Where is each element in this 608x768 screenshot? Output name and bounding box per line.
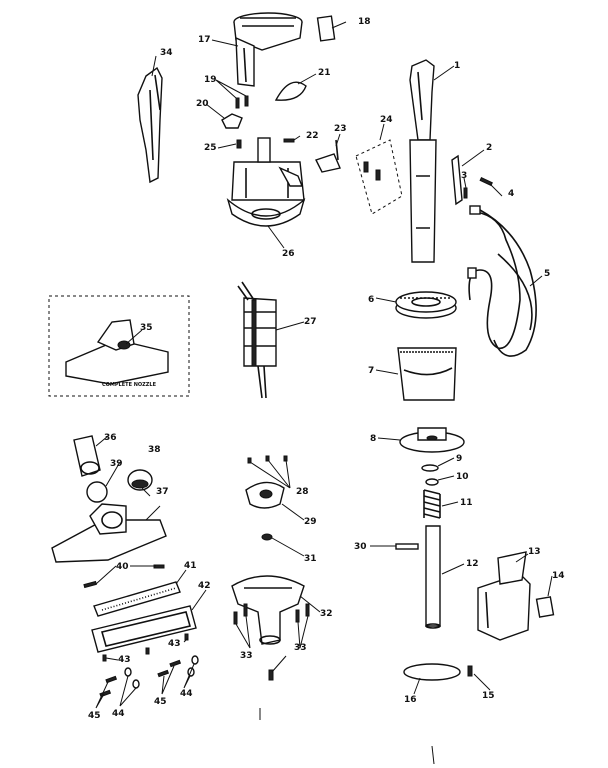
- part-17-upper-housing: [233, 12, 303, 87]
- part-3-screw: [463, 187, 468, 199]
- callout-40: 40: [116, 562, 129, 572]
- part-4-screw: [479, 176, 493, 187]
- part-42-bottom-plate: [91, 605, 197, 653]
- callout-45-left: 45: [88, 711, 101, 721]
- part-38-cap: [127, 469, 153, 491]
- part-23-switch: [315, 139, 341, 173]
- part-25-fastener: [236, 139, 242, 149]
- inset-label: COMPLETE NOZZLE: [102, 382, 157, 388]
- part-12-lower-tube: [425, 525, 441, 629]
- callout-30: 30: [354, 542, 367, 552]
- part-19-screws: [235, 95, 249, 109]
- callout-8: 8: [370, 434, 376, 444]
- callout-33-left: 33: [240, 651, 253, 661]
- callout-41: 41: [184, 561, 197, 571]
- part-5-power-cord: [467, 205, 537, 357]
- callout-12: 12: [466, 559, 479, 569]
- callout-28: 28: [296, 487, 309, 497]
- callout-6: 6: [368, 295, 374, 305]
- part-1-handle-tube: [409, 59, 437, 263]
- part-34-handle-grip: [137, 66, 163, 184]
- part-6-ring: [395, 291, 457, 319]
- callout-45-right: 45: [154, 697, 167, 707]
- part-7-dirt-cup: [397, 347, 457, 401]
- callout-14: 14: [552, 571, 565, 581]
- callout-9: 9: [456, 454, 462, 464]
- part-32-base-neck: [231, 575, 305, 645]
- callout-34: 34: [160, 48, 173, 58]
- callout-4: 4: [508, 189, 514, 199]
- callout-39: 39: [110, 459, 123, 469]
- callout-32: 32: [320, 609, 333, 619]
- part-10-washer: [425, 478, 439, 486]
- callout-1: 1: [454, 61, 460, 71]
- part-27-motor-armature: [237, 281, 277, 399]
- callout-11: 11: [460, 498, 473, 508]
- part-15-screw: [467, 665, 473, 677]
- callout-24: 24: [380, 115, 393, 125]
- callout-22: 22: [306, 131, 319, 141]
- callout-44-left: 44: [112, 709, 125, 719]
- part-28-screws: [247, 455, 288, 464]
- part-18-label-plate: [316, 15, 336, 42]
- callout-19: 19: [204, 75, 217, 85]
- callout-35: 35: [140, 323, 153, 333]
- part-31-bushing: [261, 533, 273, 541]
- callout-25: 25: [204, 143, 217, 153]
- callout-5: 5: [544, 269, 550, 279]
- part-30-pin: [395, 543, 419, 550]
- part-2-cord-hook: [451, 154, 463, 206]
- part-36-knob: [73, 435, 101, 477]
- callout-23: 23: [334, 124, 347, 134]
- part-11-spring: [423, 489, 441, 519]
- part-37-nozzle-body: [51, 503, 167, 563]
- part-16-belt: [403, 663, 461, 681]
- callout-15: 15: [482, 691, 495, 701]
- part-21-clip: [274, 81, 307, 101]
- part-26-motor-housing: [226, 137, 306, 227]
- part-24-switch-box: [355, 139, 403, 215]
- part-13-container: [477, 551, 531, 641]
- part-41-brush-roll: [93, 581, 181, 617]
- part-8-filter-cap: [399, 427, 465, 453]
- callout-36: 36: [104, 433, 117, 443]
- part-29-bearing-cup: [245, 481, 285, 509]
- callout-3: 3: [461, 171, 467, 181]
- part-9-washer: [421, 464, 439, 472]
- callout-27: 27: [304, 317, 317, 327]
- callout-16: 16: [404, 695, 417, 705]
- callout-33-right: 33: [294, 643, 307, 653]
- callout-43-left: 43: [118, 655, 131, 665]
- callout-18: 18: [358, 17, 371, 27]
- callout-26: 26: [282, 249, 295, 259]
- part-22-fastener: [283, 138, 295, 143]
- callout-20: 20: [196, 99, 209, 109]
- inset-complete-nozzle: [48, 295, 190, 397]
- callout-42: 42: [198, 581, 211, 591]
- callout-13: 13: [528, 547, 541, 557]
- part-33-screws: [233, 603, 310, 681]
- callout-7: 7: [368, 366, 374, 376]
- part-39-ball: [86, 481, 108, 503]
- callout-37: 37: [156, 487, 169, 497]
- part-20-gasket: [221, 113, 243, 129]
- callout-labels: 34 17 18 19 20 21 22 25 23 24 26 1 2 3 4…: [88, 17, 565, 721]
- callout-10: 10: [456, 472, 469, 482]
- part-14-label: [535, 596, 555, 618]
- callout-43-right: 43: [168, 639, 181, 649]
- part-45-axles: [99, 659, 182, 698]
- callout-2: 2: [486, 143, 492, 153]
- leader-lines: [95, 21, 553, 709]
- callout-29: 29: [304, 517, 317, 527]
- callout-17: 17: [198, 35, 211, 45]
- callout-31: 31: [304, 554, 317, 564]
- callout-21: 21: [318, 68, 331, 78]
- callout-44-right: 44: [180, 689, 193, 699]
- callout-38: 38: [148, 445, 161, 455]
- part-43-wheel-screws: [102, 633, 189, 662]
